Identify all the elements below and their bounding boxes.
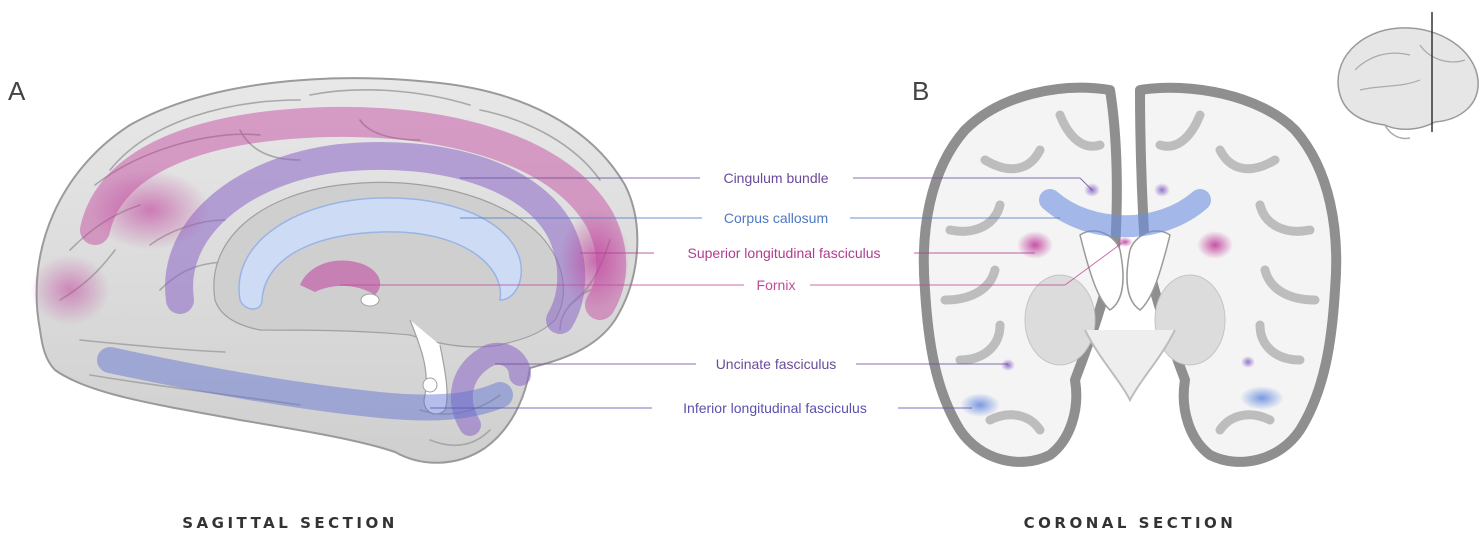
coronal-section-title: CORONAL SECTION [1024,514,1237,532]
label-inferior-longitudinal-fasciculus: Inferior longitudinal fasciculus [683,400,867,416]
panel-a-letter: A [8,76,26,106]
brain-orientation-thumbnail [1338,12,1478,138]
coronal-brain [924,88,1336,462]
panel-b-letter: B [912,76,929,106]
sagittal-section-title: SAGITTAL SECTION [182,514,398,532]
sagittal-brain [30,78,637,463]
label-corpus-callosum: Corpus callosum [724,210,828,226]
label-cingulum-bundle: Cingulum bundle [723,170,828,186]
label-uncinate-fasciculus: Uncinate fasciculus [716,356,837,372]
label-superior-longitudinal-fasciculus: Superior longitudinal fasciculus [688,245,881,261]
corpus-callosum-coronal [1050,200,1200,226]
label-fornix: Fornix [757,277,796,293]
